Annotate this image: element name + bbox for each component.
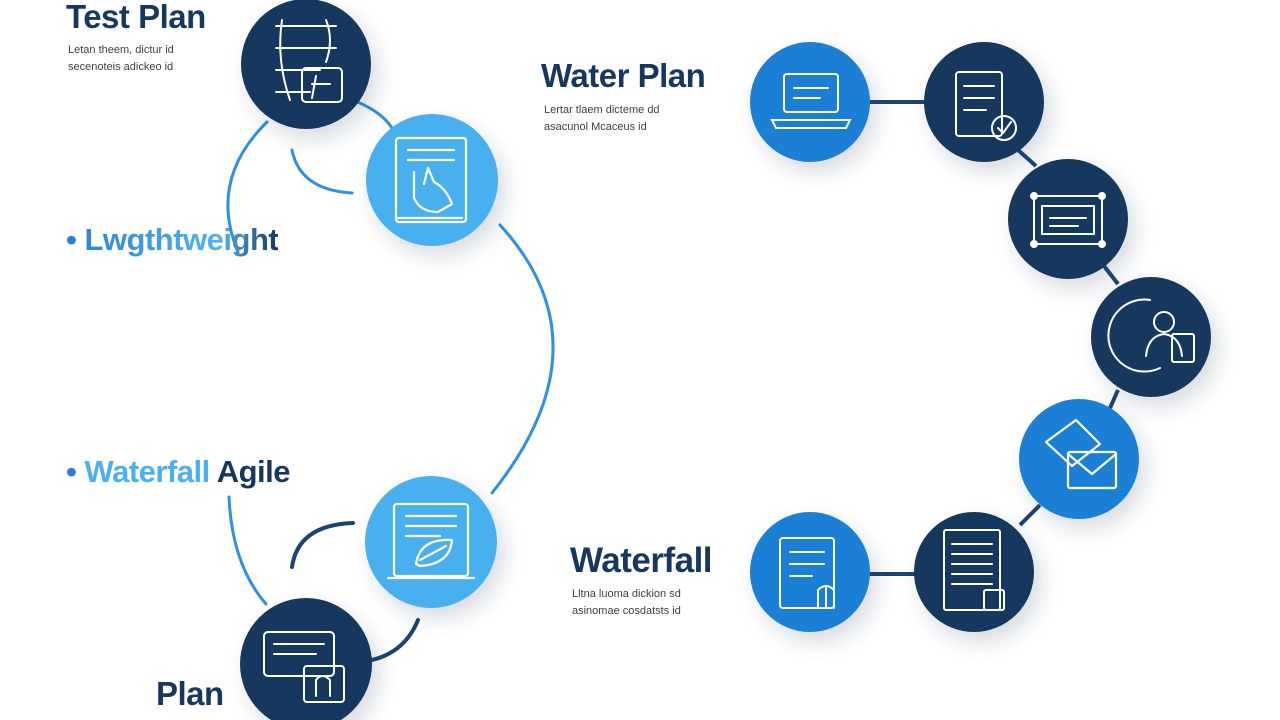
node-right-5: [1019, 399, 1139, 519]
document-hand-icon: [394, 136, 468, 224]
connector-arc-upper-left: [226, 120, 269, 254]
label-lightweight: • Lwgthtweight: [66, 222, 279, 258]
document-check-icon: [955, 71, 1017, 141]
connector-arc-node1-node2: [350, 98, 394, 130]
node-right-7: [750, 512, 870, 632]
subtitle-line: asinomae cosdatsts id: [572, 605, 681, 617]
report-icon: [779, 537, 835, 609]
node-right-2: [924, 42, 1044, 162]
title-waterfall: Waterfall: [570, 541, 713, 580]
title-plan: Plan: [156, 675, 224, 712]
label-agile-text: Agile: [209, 454, 291, 489]
blueprint-sketch-icon: [275, 19, 343, 103]
document-leaf-icon: [386, 502, 476, 580]
connector-inner-hook-bottom: [290, 521, 355, 569]
subtitle-test-plan: Letan theem, dictur id secenoteis adicke…: [68, 42, 174, 76]
connector-r4-r5: [1108, 389, 1120, 409]
subtitle-line: Letan theem, dictur id: [68, 44, 174, 56]
node-left-4: [240, 598, 372, 720]
subtitle-line: Lertar tlaem dicteme dd: [544, 104, 660, 116]
frame-icon: [1030, 192, 1106, 248]
node-right-4: [1091, 277, 1211, 397]
envelope-icon: [1044, 418, 1118, 490]
node-left-2: [366, 114, 498, 246]
node-left-3: [365, 476, 497, 608]
connector-arc-lower-left: [227, 495, 268, 606]
monitor-hand-icon: [263, 631, 345, 703]
laptop-icon: [770, 73, 852, 129]
right-connectors: [868, 100, 1120, 576]
left-connectors: [226, 98, 555, 662]
node-left-1: [241, 0, 371, 129]
bullet-icon: •: [66, 222, 77, 257]
label-lightweight-text: Lwgthtweight: [84, 222, 279, 257]
connector-r3-r4: [1102, 264, 1120, 286]
node-right-3: [1008, 159, 1128, 279]
subtitle-waterfall: Lltna luoma dickion sd asinomae cosdatst…: [572, 586, 681, 620]
subtitle-water-plan: Lertar tlaem dicteme dd asacunol Mcaceus…: [544, 102, 660, 136]
connector-inner-hook-top: [290, 148, 354, 195]
subtitle-line: secenoteis adickeo id: [68, 61, 174, 73]
subtitle-line: asacunol Mcaceus id: [544, 121, 647, 133]
connector-r5-r6: [1018, 503, 1042, 527]
ledger-icon: [943, 529, 1005, 611]
bullet-icon: •: [66, 454, 77, 489]
title-test-plan: Test Plan: [66, 0, 206, 35]
label-waterfall-text: Waterfall: [84, 454, 210, 489]
subtitle-line: Lltna luoma dickion sd: [572, 588, 681, 600]
gear-person-icon: [1107, 298, 1195, 373]
node-right-1: [750, 42, 870, 162]
label-waterfall-agile: • Waterfall Agile: [66, 454, 291, 490]
connector-arc-node3-node4: [370, 618, 420, 662]
connector-r2-r3: [1016, 148, 1038, 168]
title-water-plan: Water Plan: [541, 57, 706, 94]
connector-large-arc-right: [490, 223, 555, 495]
node-right-6: [914, 512, 1034, 632]
